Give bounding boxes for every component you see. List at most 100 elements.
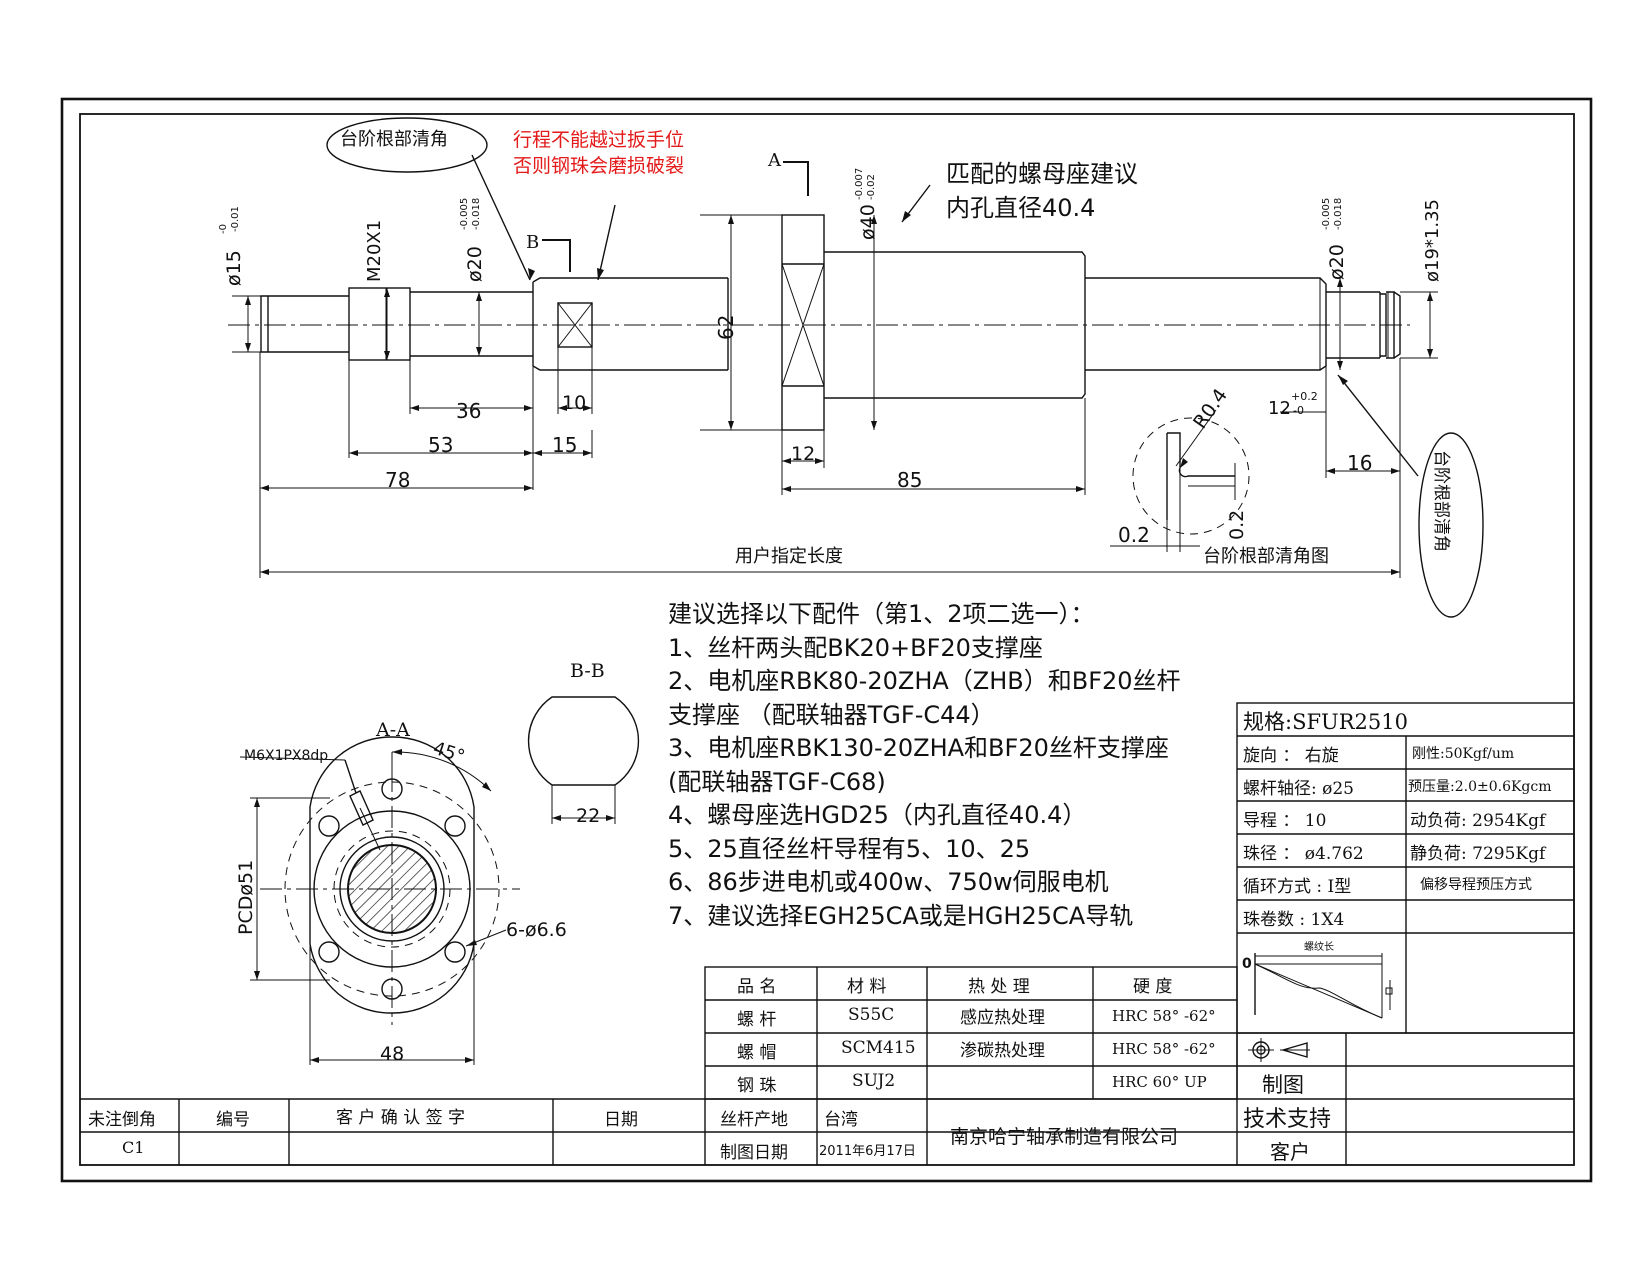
chamfer-note-left: 台阶根部清角 xyxy=(340,129,448,150)
recommendation-item: 2、电机座RBK80-20ZHA（ZHB）和BF20丝杆 xyxy=(668,667,1181,695)
recommendation-list: 建议选择以下配件（第1、2项二选一）： 1、丝杆两头配BK20+BF20支撑座 … xyxy=(668,598,1181,933)
material-cell: 钢 珠 xyxy=(737,1076,777,1096)
recommendation-item: 4、螺母座选HGD25（内孔直径40.4） xyxy=(668,801,1087,829)
dim-d20-left-tol-upper: -0.005 xyxy=(459,198,470,230)
screw-shaft-view xyxy=(228,214,1410,431)
company-name: 南京哈宁轴承制造有限公司 xyxy=(950,1126,1179,1148)
material-cell: HRC 58° -62° xyxy=(1112,1040,1216,1058)
dim-78: 78 xyxy=(385,468,410,492)
chamfer-ellipse-left xyxy=(326,117,488,173)
material-header: 热 处 理 xyxy=(968,977,1030,997)
origin-value: 台湾 xyxy=(824,1110,858,1130)
spec-model: 规格:SFUR2510 xyxy=(1243,710,1408,734)
spec-cell: 偏移导程预压方式 xyxy=(1420,877,1532,893)
chamfer-detail-view xyxy=(1110,409,1250,552)
matching-nut-line1: 匹配的螺母座建议 xyxy=(946,160,1138,188)
chamfer-detail-label: 台阶根部清角图 xyxy=(1203,546,1329,567)
recommendation-item: 1、丝杆两头配BK20+BF20支撑座 xyxy=(668,633,1043,662)
draw-label: 制图 xyxy=(1262,1073,1304,1097)
material-header: 品 名 xyxy=(737,977,777,997)
dim-m20: M20X1 xyxy=(364,220,385,282)
recommendation-item: 3、电机座RBK130-20ZHA和BF20丝杆支撑座 xyxy=(668,734,1169,762)
dim-0-2-horizontal: 0.2 xyxy=(1118,523,1150,547)
section-b-letter: B xyxy=(526,232,539,253)
dim-0-2-vertical: 0.2 xyxy=(1226,510,1248,540)
lead-accuracy-graph xyxy=(1254,953,1393,1019)
recommendation-item: 6、86步进电机或400w、750w伺服电机 xyxy=(668,868,1109,896)
spec-cell: 珠径 ： ø4.762 xyxy=(1243,844,1364,864)
section-markers xyxy=(542,161,809,272)
dim-d20-left-tol-lower: -0.018 xyxy=(471,198,482,230)
dim-d15-tol-lower: -0.01 xyxy=(230,206,241,232)
date-label: 制图日期 xyxy=(720,1143,788,1163)
date-value: 2011年6月17日 xyxy=(819,1144,916,1159)
dim-10: 10 xyxy=(562,392,586,414)
aa-width-label: 48 xyxy=(380,1043,404,1065)
dim-d40: ø40 xyxy=(857,204,879,240)
dim-12: 12 xyxy=(791,443,815,465)
material-cell: HRC 58° -62° xyxy=(1112,1007,1216,1025)
recommendation-item: 5、25直径丝杆导程有5、10、25 xyxy=(668,834,1031,863)
dim-12-tol-upper: +0.2 xyxy=(1291,390,1318,403)
material-header: 硬 度 xyxy=(1133,977,1173,997)
aa-angle-label: 45° xyxy=(430,738,467,768)
bottom-header: 客 户 确 认 签 字 xyxy=(336,1108,466,1128)
radius-r04: R0.4 xyxy=(1189,385,1232,433)
bottom-header: 编号 xyxy=(216,1110,250,1130)
dim-d40-tol-lower: -0.02 xyxy=(866,174,877,200)
recommendation-item: (配联轴器TGF-C68) xyxy=(668,767,886,796)
red-warning-line1: 行程不能越过扳手位 xyxy=(513,129,684,151)
dim-15: 15 xyxy=(552,433,577,457)
customer-label: 客户 xyxy=(1270,1140,1310,1164)
thread-length-label: 螺纹长 xyxy=(1304,940,1334,953)
material-header: 材 料 xyxy=(847,977,887,997)
spec-cell: 珠卷数 : 1X4 xyxy=(1243,910,1345,930)
origin-label: 丝杆产地 xyxy=(720,1110,788,1130)
recommendation-item: 7、建议选择EGH25CA或是HGH25CA导轨 xyxy=(668,901,1134,930)
section-a-a-view xyxy=(239,736,520,1065)
dim-d20-left: ø20 xyxy=(464,246,486,282)
bb-width: 22 xyxy=(576,805,600,827)
aa-title: A-A xyxy=(375,719,410,741)
dim-d40-tol-upper: -0.007 xyxy=(854,168,865,200)
material-cell: 渗碳热处理 xyxy=(960,1041,1045,1061)
material-cell: 感应热处理 xyxy=(960,1008,1045,1028)
section-b-b-view xyxy=(527,696,640,824)
section-a-letter: A xyxy=(767,150,782,171)
spec-cell: 导程 ： 10 xyxy=(1243,811,1327,831)
material-cell: 螺 帽 xyxy=(737,1043,777,1063)
material-cell: S55C xyxy=(848,1005,895,1025)
outer-frame xyxy=(60,97,1593,1183)
bottom-value: C1 xyxy=(122,1138,145,1157)
bottom-header: 未注倒角 xyxy=(88,1110,156,1130)
matching-nut-line2: 内孔直径40.4 xyxy=(946,194,1095,222)
recommendation-item: 支撑座 （配联轴器TGF-C44） xyxy=(668,700,995,729)
leader-lines xyxy=(471,154,1419,477)
spec-cell: 刚性:50Kgf/um xyxy=(1412,746,1515,762)
dim-85: 85 xyxy=(897,468,922,492)
chamfer-ellipse-right xyxy=(1418,432,1484,618)
aa-pcd-label: PCDø51 xyxy=(235,860,257,935)
graph-zero-label: 0 xyxy=(1242,956,1252,972)
dimension-labels: 36 10 53 15 78 12 85 12 +0.2 -0 16 用户指定长… xyxy=(218,129,1451,1065)
bottom-dimensions xyxy=(245,215,1433,578)
spec-cell: 预压量:2.0±0.6Kgcm xyxy=(1408,779,1552,795)
spec-cell: 循环方式 : I型 xyxy=(1243,877,1352,897)
dim-d19: ø19*1.35 xyxy=(1422,199,1443,282)
bottom-header: 日期 xyxy=(604,1110,638,1130)
bb-title: B-B xyxy=(570,660,605,682)
spec-cell: 旋向 ： 右旋 xyxy=(1243,746,1339,766)
dim-62: 62 xyxy=(714,315,738,340)
spec-cell: 静负荷: 7295Kgf xyxy=(1410,844,1546,864)
dim-d15: ø15 xyxy=(223,250,245,286)
inner-frame xyxy=(79,113,1575,1166)
top-dimensions xyxy=(232,214,1438,431)
material-cell: HRC 60° UP xyxy=(1112,1073,1207,1091)
dim-36: 36 xyxy=(456,399,481,423)
dim-53: 53 xyxy=(428,433,453,457)
material-cell: SCM415 xyxy=(841,1038,916,1058)
dim-d15-tol-upper: -0 xyxy=(218,224,229,234)
dim-12-tol-lower: -0 xyxy=(1293,404,1304,417)
title-block-grid xyxy=(80,1033,1238,1165)
spec-cell: 螺杆轴径: ø25 xyxy=(1243,779,1354,799)
